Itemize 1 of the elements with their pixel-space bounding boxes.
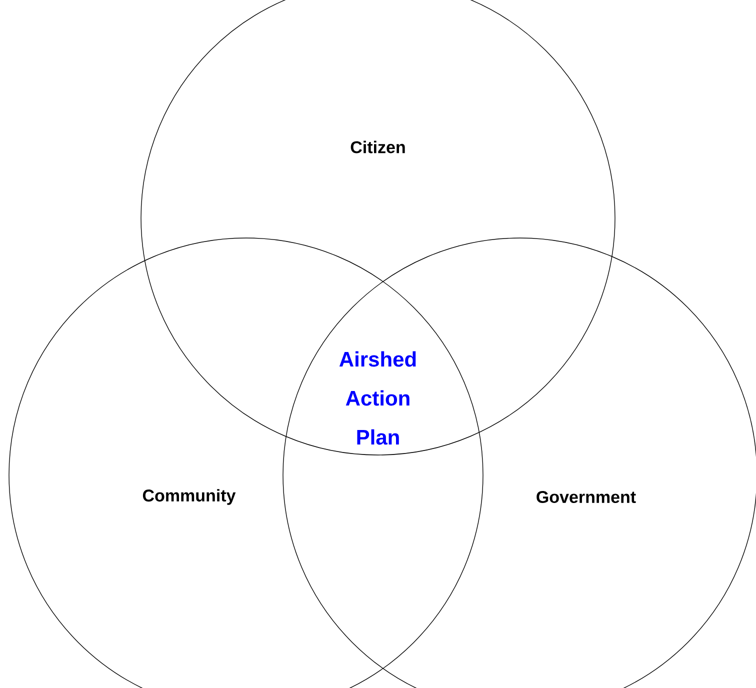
- center-label: Airshed Action Plan: [339, 351, 416, 445]
